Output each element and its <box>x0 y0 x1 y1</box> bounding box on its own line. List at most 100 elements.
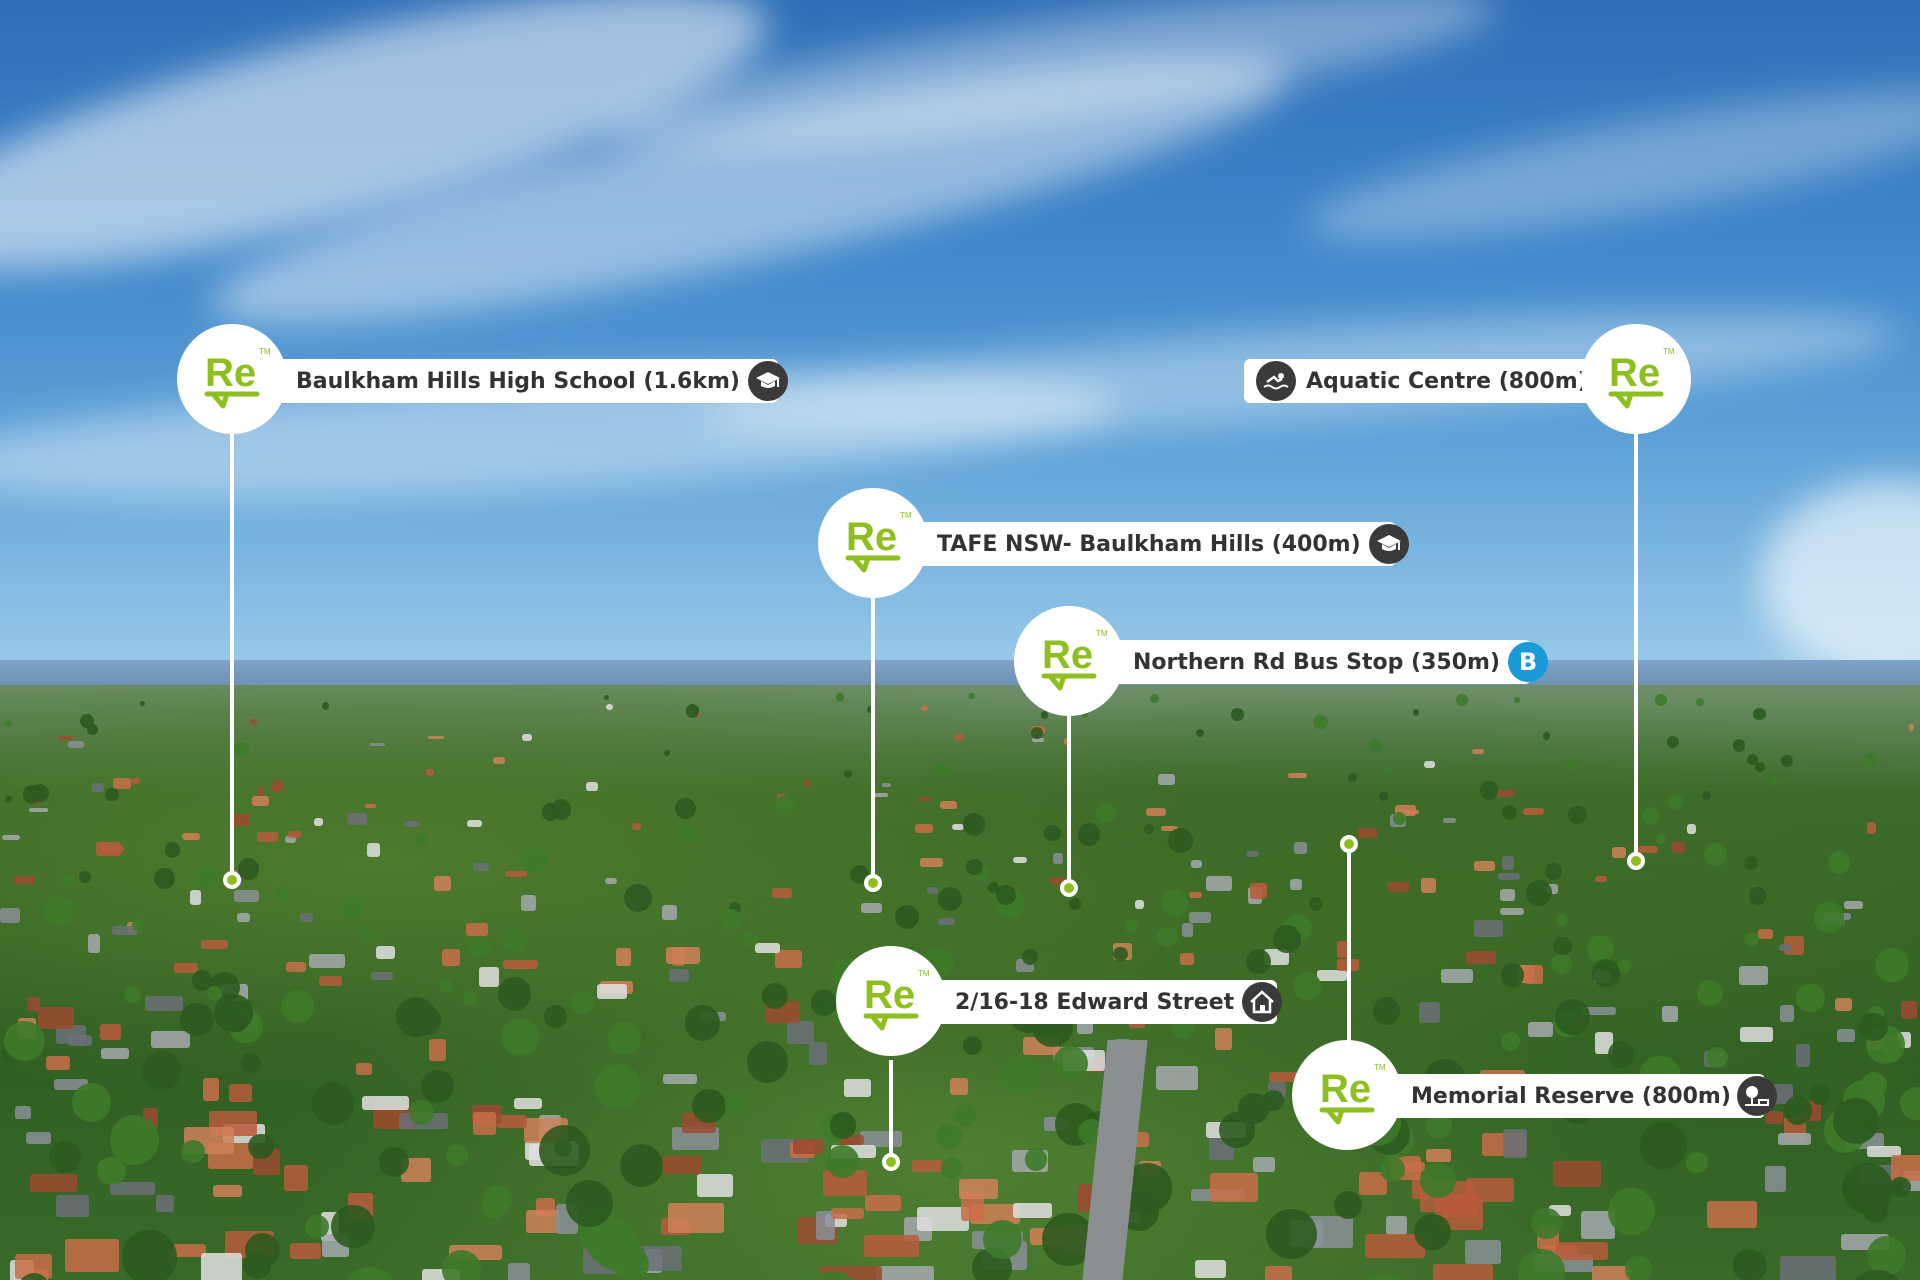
house-roof <box>289 1242 322 1260</box>
tree-canopy <box>1420 1162 1457 1199</box>
house-roof <box>843 1078 871 1098</box>
house-roof <box>870 792 889 798</box>
tree-canopy <box>761 983 788 1010</box>
tree-canopy <box>1867 1236 1907 1276</box>
house-roof <box>696 1174 733 1197</box>
house-roof <box>917 1207 969 1231</box>
tree-canopy <box>623 883 653 913</box>
tree-canopy <box>1555 913 1568 926</box>
tree-canopy <box>538 1125 590 1177</box>
house-roof <box>271 780 284 792</box>
tree-canopy <box>1769 777 1778 786</box>
tree-canopy <box>849 865 869 885</box>
tree-canopy <box>608 1022 641 1055</box>
house-roof <box>37 1007 75 1029</box>
tree-canopy <box>570 990 595 1015</box>
house-roof <box>1209 1173 1259 1203</box>
tree-canopy <box>1624 1255 1652 1280</box>
house-roof <box>665 947 701 965</box>
svg-text:TM: TM <box>259 347 271 356</box>
house-roof <box>1465 1177 1514 1203</box>
tree-canopy <box>1069 898 1082 910</box>
tree-canopy <box>1501 1032 1521 1052</box>
house-roof <box>1503 1129 1527 1158</box>
tree-canopy <box>1744 931 1759 947</box>
house-roof <box>1013 1203 1052 1219</box>
house-roof <box>1181 923 1194 938</box>
house-roof <box>771 888 792 898</box>
tree-canopy <box>729 902 742 915</box>
house-roof <box>917 796 931 801</box>
tree-canopy <box>1479 781 1499 800</box>
tree-canopy <box>674 798 697 820</box>
label-pill[interactable]: 2/16-18 Edward Street <box>891 980 1283 1024</box>
tree-canopy <box>1796 983 1825 1013</box>
house-roof <box>364 803 377 809</box>
tree-canopy <box>541 803 560 821</box>
label-pill[interactable]: Baulkham Hills High School (1.6km) <box>232 359 788 403</box>
house-roof <box>249 719 258 725</box>
house-roof <box>1161 825 1179 831</box>
tree-canopy <box>1654 694 1667 707</box>
house-roof <box>1423 760 1436 768</box>
house-roof <box>775 949 803 968</box>
house-roof <box>1 834 21 841</box>
tree-canopy <box>1586 935 1614 963</box>
house-roof <box>958 1178 999 1200</box>
house-roof <box>1779 1255 1837 1280</box>
label-pill[interactable]: TAFE NSW- Baulkham Hills (400m) <box>873 522 1409 566</box>
tree-canopy <box>1077 823 1101 846</box>
tree-canopy <box>1702 790 1712 801</box>
tree-canopy <box>379 1147 409 1178</box>
tree-canopy <box>1668 795 1683 810</box>
tree-canopy <box>747 1041 789 1083</box>
house-roof <box>347 812 367 826</box>
house-roof <box>201 1252 242 1280</box>
house-roof <box>940 801 957 810</box>
house-roof <box>150 1030 190 1049</box>
tree-canopy <box>1704 843 1727 866</box>
tree-canopy <box>481 1194 507 1220</box>
tree-canopy <box>109 1114 160 1165</box>
house-roof <box>1844 901 1864 909</box>
tree-canopy <box>1607 1041 1635 1068</box>
tree-canopy <box>43 896 74 927</box>
label-pill[interactable]: Aquatic Centre (800m) <box>1244 359 1636 403</box>
label-pill[interactable]: Northern Rd Bus Stop (350m) B <box>1069 640 1549 684</box>
tree-canopy <box>1553 936 1572 956</box>
tree-canopy <box>1124 919 1139 934</box>
tree-canopy <box>684 1005 721 1041</box>
tree-canopy <box>1292 971 1322 1001</box>
house-roof <box>155 1194 174 1213</box>
house-roof <box>1245 850 1259 857</box>
tree-canopy <box>141 1051 182 1092</box>
svg-text:TM: TM <box>1096 629 1108 638</box>
house-roof <box>472 863 490 872</box>
tree-canopy <box>826 1145 860 1178</box>
house-roof <box>1796 1043 1810 1067</box>
tree-canopy <box>1551 953 1573 975</box>
house-roof <box>1594 875 1607 882</box>
house-roof <box>1555 1242 1609 1260</box>
swimming-icon <box>1256 361 1296 401</box>
label-pill[interactable]: Memorial Reserve (800m) <box>1347 1074 1777 1118</box>
tree-canopy <box>312 1082 355 1125</box>
tree-canopy <box>724 1093 746 1115</box>
house-roof <box>809 1042 827 1065</box>
house-roof <box>428 735 444 739</box>
house-roof <box>64 1238 119 1273</box>
house-roof <box>1190 859 1202 868</box>
tree-canopy <box>321 701 330 710</box>
tree-canopy <box>996 884 1017 905</box>
tree-canopy <box>1052 1046 1089 1082</box>
tree-canopy <box>341 895 364 919</box>
house-roof <box>1495 789 1516 797</box>
house-roof <box>53 1079 88 1091</box>
tree-canopy <box>1874 947 1910 983</box>
tree-canopy <box>1640 1122 1687 1169</box>
tree-canopy <box>1379 791 1388 801</box>
house-roof <box>99 846 124 853</box>
house-roof <box>68 741 85 748</box>
tree-canopy <box>663 749 671 757</box>
tree-canopy <box>4 1020 46 1062</box>
